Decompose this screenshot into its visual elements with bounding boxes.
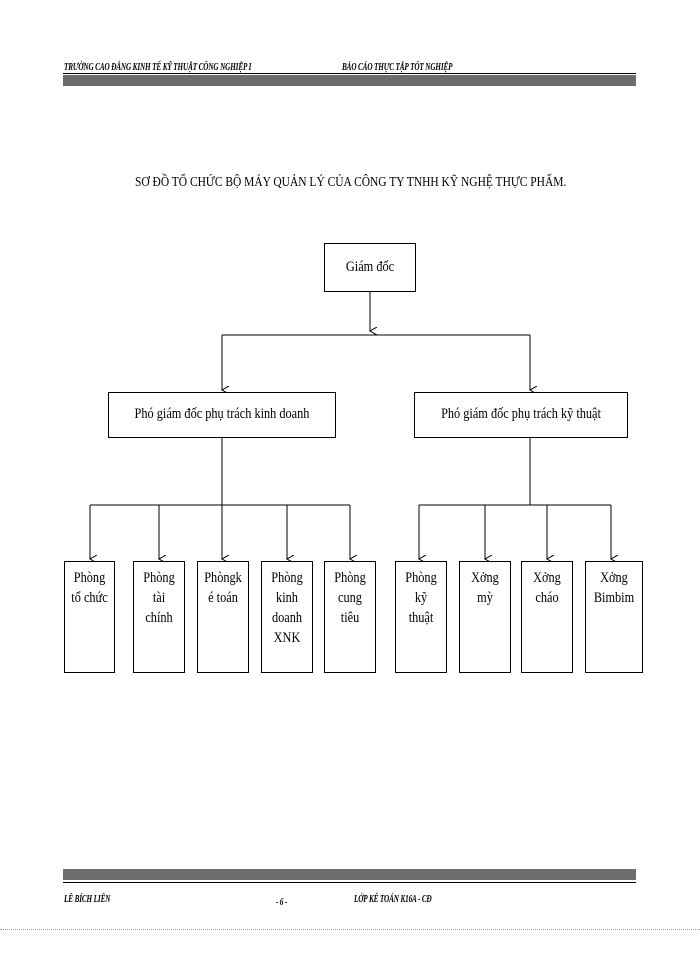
footer-class: LỚP KẾ TOÁN K16A - CĐ (354, 894, 432, 905)
dept-accounting-label: Phòngk é toán (204, 570, 242, 606)
dept-import-export-box: Phòng kinh doanh XNK (261, 561, 313, 673)
workshop-noodles-label: Xởng mỳ (471, 570, 499, 606)
dept-technical-box: Phòng kỹ thuật (395, 561, 447, 673)
dept-accounting-box: Phòngk é toán (197, 561, 249, 673)
workshop-noodles-box: Xởng mỳ (459, 561, 511, 673)
dept-supply-box: Phòng cung tiêu (324, 561, 376, 673)
diagram-title: SƠ ĐỒ TỔ CHỨC BỘ MÁY QUẢN LÝ CỦA CÔNG TY… (135, 175, 567, 190)
footer-page-number: - 6 - (276, 897, 288, 908)
header-school: TRƯỜNG CAO ĐẲNG KINH TẾ KỸ THUẬT CÔNG NG… (64, 62, 252, 73)
dept-supply-label: Phòng cung tiêu (334, 570, 366, 626)
dept-finance-box: Phòng tài chính (133, 561, 185, 673)
director-label: Giám đốc (345, 259, 395, 275)
vice-director-technical-label: Phó giám đốc phụ trách kỹ thuật (441, 406, 601, 422)
vice-director-business-box: Phó giám đốc phụ trách kinh doanh (108, 392, 336, 438)
workshop-porridge-label: Xởng cháo (533, 570, 561, 606)
header-rule (63, 73, 636, 74)
workshop-porridge-box: Xởng cháo (521, 561, 573, 673)
vice-director-business-label: Phó giám đốc phụ trách kinh doanh (134, 406, 310, 422)
footer-bar (63, 869, 636, 880)
workshop-snack-label: Xởng Bimbim (593, 570, 635, 606)
footer-rule (63, 882, 636, 883)
dept-organization-box: Phòng tổ chức (64, 561, 115, 673)
dept-organization-label: Phòng tổ chức (71, 570, 108, 606)
header-report-title: BÁO CÁO THỰC TẬP TỐT NGHIỆP (342, 62, 453, 73)
workshop-snack-box: Xởng Bimbim (585, 561, 643, 673)
footer-author: LÊ BÍCH LIÊN (64, 894, 111, 905)
header-bar (63, 75, 636, 86)
dept-technical-label: Phòng kỹ thuật (405, 570, 437, 626)
page-break-line (0, 929, 700, 930)
director-box: Giám đốc (324, 243, 416, 292)
dept-import-export-label: Phòng kinh doanh XNK (271, 570, 303, 646)
dept-finance-label: Phòng tài chính (143, 570, 175, 626)
vice-director-technical-box: Phó giám đốc phụ trách kỹ thuật (414, 392, 628, 438)
